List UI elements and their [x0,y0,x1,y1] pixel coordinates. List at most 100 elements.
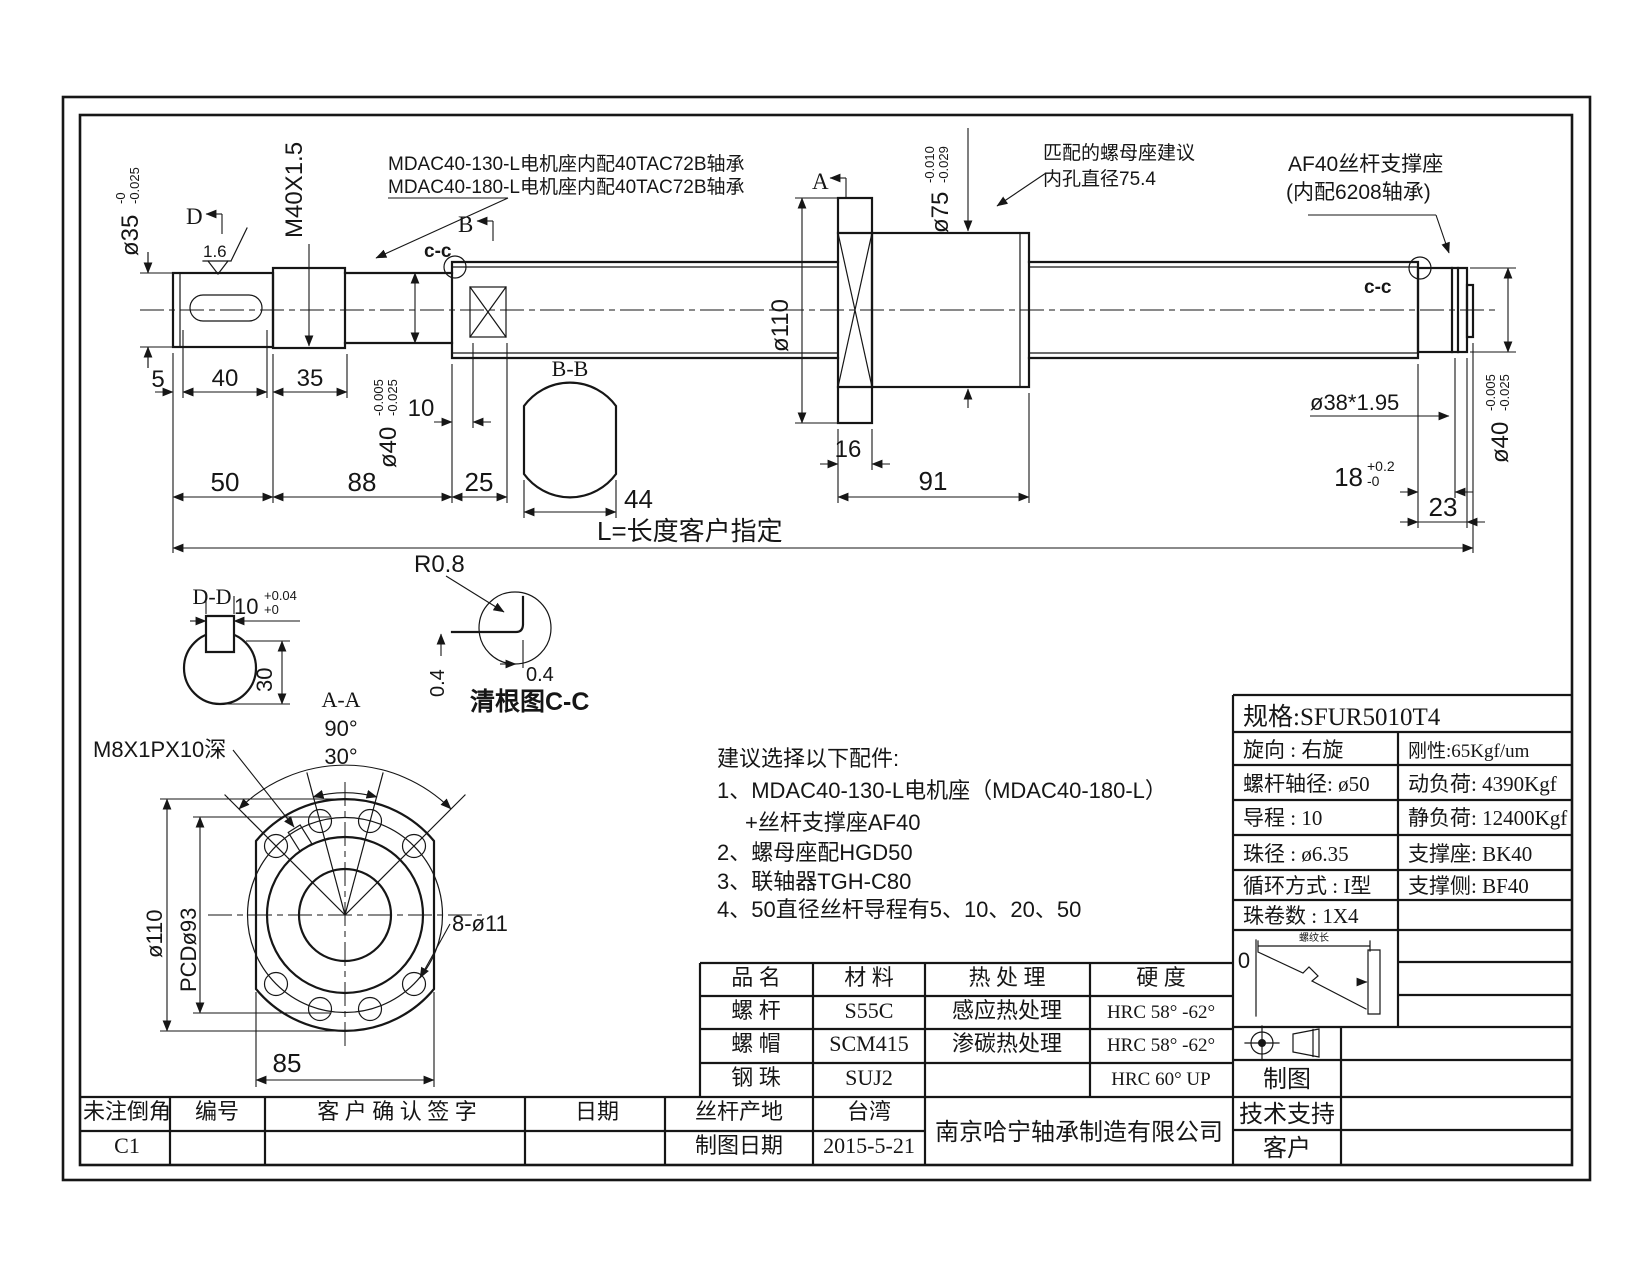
svg-text:-0.005: -0.005 [371,379,386,416]
projection-symbols [1244,1025,1320,1061]
tap-leader [232,749,295,828]
mat-header: 硬 度 [1136,965,1186,990]
marker-a: A [812,169,829,194]
dim-04b: 0.4 [526,664,554,686]
svg-text:-0.025: -0.025 [1497,374,1512,411]
marker-b: B [458,212,473,237]
bolt-hole [263,971,289,997]
svg-text:30: 30 [252,668,277,692]
spec-cell: 支撑座: BK40 [1408,842,1532,866]
dim-35: 35 [297,365,324,392]
chamfer-value: C1 [114,1133,140,1158]
notes-item-1b: +丝杆支撑座AF40 [745,810,920,835]
accessory-notes: 建议选择以下配件: 1、MDAC40-130-L电机座（MDAC40-180-L… [717,746,1167,922]
cc-detail-circle-left [443,255,467,279]
dim-d110: ø110 [767,299,794,352]
dim-holes: 8-ø11 [452,911,508,936]
support-leader [1435,214,1450,254]
dim-d75: ø75 -0.010 -0.029 [922,146,954,233]
section-dd-view [182,596,300,706]
titleblock-support: 技术支持 [1239,1101,1335,1128]
main-view-labels: ø35 -0 -0.025 M40X1.5 1.6 D B A c-c c-c … [113,142,1514,546]
dim-flange-d110: ø110 [142,909,167,958]
bolt-hole [401,833,427,859]
sign-table-text: 未注倒角 编号 客 户 确 认 签 字 日期 C1 [83,1099,619,1158]
titleblock-draw: 制图 [1263,1066,1311,1093]
dim-04a: 0.4 [427,669,449,697]
motor-note-2: MDAC40-180-L电机座内配40TAC72B轴承 [388,176,745,198]
dim-16: 16 [835,436,862,463]
mat-cell: 螺 杆 [731,998,781,1023]
ball-track-box [469,286,507,338]
svg-text:-0.010: -0.010 [922,146,937,183]
svg-text:-0.025: -0.025 [385,379,400,416]
m8-tap-hole [287,824,313,852]
spec-table-grid [1231,693,1572,1165]
spec-cell: 旋向 : 右旋 [1243,738,1343,762]
main-shaft-view [140,196,1495,425]
dim-85: 85 [273,1048,302,1078]
section-aa-view [160,749,482,1087]
chamfer-label: 未注倒角 [83,1099,171,1124]
mat-cell: HRC 60° UP [1111,1069,1210,1090]
spec-cell: 导程 : 10 [1243,806,1322,830]
mat-header: 品 名 [731,965,781,990]
motor-note-1: MDAC40-130-L电机座内配40TAC72B轴承 [388,153,745,175]
svg-text:ø110: ø110 [142,909,167,958]
dim-50: 50 [211,467,240,497]
mat-cell: HRC 58° -62° [1107,1035,1215,1056]
material-table-text: 品 名 材 料 热 处 理 硬 度 螺 杆 S55C 感应热处理 HRC 58°… [695,965,1223,1158]
dim-90deg: 90° [324,716,357,741]
dim-dd10-dn: +0 [264,602,279,617]
length-note: L=长度客户指定 [597,516,783,546]
dim-dd10-up: +0.04 [264,588,297,603]
dim-18-up: +0.2 [1367,458,1395,474]
svg-text:-0: -0 [113,192,128,204]
dim-r08: R0.8 [414,551,465,578]
bolt-hole [401,971,427,997]
dim-5: 5 [151,366,164,393]
dim-groove: ø38*1.95 [1310,390,1399,415]
dim-18-dn: -0 [1367,473,1380,489]
marker-bb: B-B [552,356,589,381]
notes-item-2: 2、螺母座配HGD50 [717,840,913,865]
mat-cell: 螺 帽 [731,1031,781,1056]
sign-table-grid [168,1097,527,1165]
dim-23: 23 [1429,492,1458,522]
dim-44: 44 [624,484,653,514]
detail-view-labels: D-D 10 +0.04 +0 30 R0.8 0.4 0.4 清根图C-C A… [93,551,589,1078]
dim-dd30: 30 [252,668,277,692]
mat-cell: SUJ2 [845,1065,893,1090]
svg-text:ø40: ø40 [375,427,402,468]
thread-length-sketch [1255,939,1381,1017]
no-label: 编号 [195,1099,239,1124]
origin-value: 台湾 [847,1099,891,1124]
keyway-slot [189,294,263,322]
mat-cell: 渗碳热处理 [952,1031,1062,1056]
nut-body [870,231,1031,389]
section-markers [202,172,1450,347]
support-note-1: AF40丝杆支撑座 [1288,153,1443,176]
nut-seat-leader [996,172,1047,207]
spec-cell: 刚性:65Kgf/um [1408,740,1530,762]
dim-tap: M8X1PX10深 [93,737,226,762]
spec-cell: 珠卷数 : 1X4 [1243,904,1359,928]
surface-finish-value: 1.6 [203,242,227,261]
first-angle-projection-icon [1292,1028,1320,1058]
svg-text:0.4: 0.4 [427,669,449,697]
nut-seat-note-2: 内孔直径75.4 [1043,168,1156,190]
bolt-hole [307,808,333,834]
sign-date-label: 日期 [575,1099,619,1124]
notes-item-3: 3、联轴器TGH-C80 [717,869,911,894]
spec-cell: 循环方式 : I型 [1243,874,1371,898]
marker-dd: D-D [192,584,231,609]
bolt-hole [357,808,383,834]
dim-pcd: PCDø93 [176,908,201,992]
bolt-hole [307,996,333,1022]
spec-cell: 支撑侧: BF40 [1408,874,1529,898]
dim-m40: M40X1.5 [281,142,308,238]
screw-body [450,260,1420,360]
sign-label: 客 户 确 认 签 字 [317,1099,477,1124]
mat-cell: SCM415 [829,1031,908,1056]
